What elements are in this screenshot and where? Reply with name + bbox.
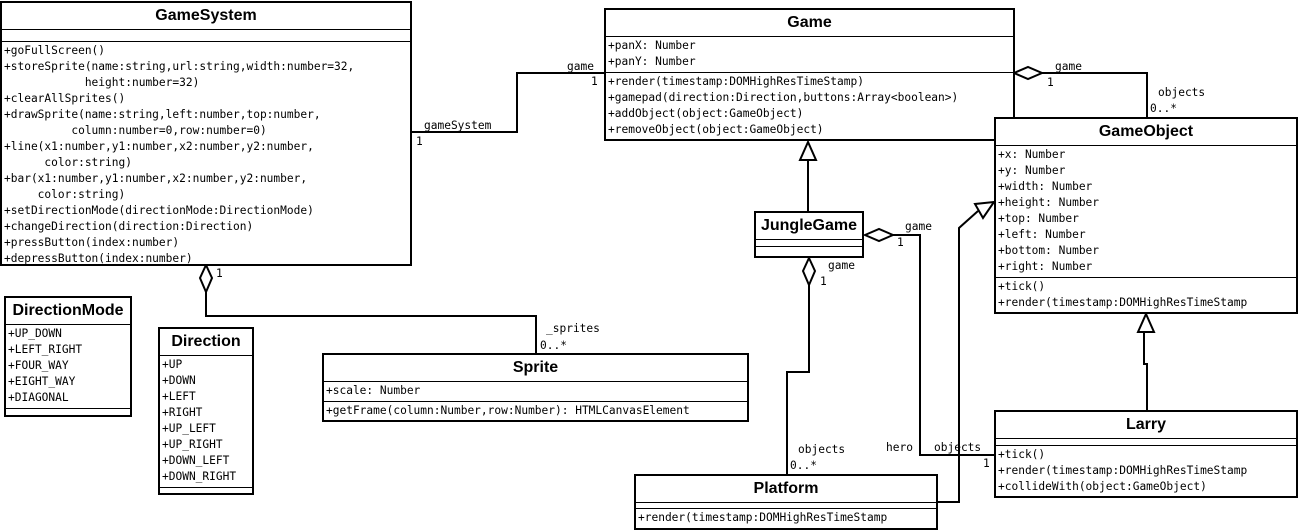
class-gamesystem-operations: +goFullScreen() +storeSprite(name:string…: [4, 44, 355, 265]
label-gs-game-role: game: [567, 60, 594, 73]
class-platform-operations: +render(timestamp:DOMHighResTimeStamp: [638, 511, 888, 524]
association-gamesystem-game: [411, 72, 605, 133]
aggregation-diamond-junglegame-larry: [862, 227, 896, 243]
class-directionmode[interactable]: DirectionMode +UP_DOWN +LEFT_RIGHT +FOUR…: [4, 296, 132, 417]
aggregation-gamesystem-sprite: [205, 292, 537, 354]
label-gs-sprites-role: _sprites: [546, 322, 600, 335]
label-gs-sprites-mult-sprites: 0..*: [540, 339, 567, 352]
class-directionmode-attributes: +UP_DOWN +LEFT_RIGHT +FOUR_WAY +EIGHT_WA…: [6, 325, 130, 409]
generalization-triangle-game: [798, 139, 818, 161]
class-larry-attributes: [996, 439, 1296, 446]
aggregation-game-gameobject: [1042, 72, 1148, 117]
label-game-objects-mult-game: 1: [1047, 76, 1054, 89]
aggregation-junglegame-platform: [786, 285, 810, 475]
class-junglegame-operations: [756, 247, 862, 253]
label-game-objects-role-objects: objects: [1158, 86, 1206, 99]
label-gs-game-mult-gamesystem: 1: [416, 135, 423, 148]
class-junglegame-name: JungleGame: [756, 213, 862, 240]
class-sprite-operations: +getFrame(column:Number,row:Number): HTM…: [326, 404, 690, 417]
label-gs-game-role-gamesystem: gameSystem: [424, 119, 492, 132]
class-game-attributes: +panX: Number +panY: Number: [606, 37, 1013, 73]
class-gameobject-attributes: +x: Number +y: Number +width: Number +he…: [996, 146, 1296, 278]
class-platform-name: Platform: [636, 476, 936, 503]
class-gamesystem[interactable]: GameSystem +goFullScreen() +storeSprite(…: [0, 1, 412, 266]
class-directionmode-operations: [6, 409, 130, 414]
label-game-objects-role-game: game: [1055, 60, 1082, 73]
aggregation-diamond-junglegame-platform: [801, 255, 817, 288]
class-direction[interactable]: Direction +UP +DOWN +LEFT +RIGHT +UP_LEF…: [158, 327, 254, 495]
class-gameobject-operations: +tick() +render(timestamp:DOMHighResTime…: [998, 280, 1248, 309]
generalization-triangle-platform-gameobject: [973, 200, 997, 220]
class-direction-attributes: +UP +DOWN +LEFT +RIGHT +UP_LEFT +UP_RIGH…: [160, 356, 252, 488]
class-directionmode-name: DirectionMode: [6, 298, 130, 325]
aggregation-diamond-game: [1011, 65, 1045, 81]
class-larry-operations: +tick() +render(timestamp:DOMHighResTime…: [998, 448, 1248, 493]
class-game-name: Game: [606, 10, 1013, 37]
label-jg-larry-mult-objects: 1: [983, 457, 990, 470]
label-gs-game-mult: 1: [591, 75, 598, 88]
generalization-larry-gameobject: [1143, 332, 1148, 410]
class-direction-operations: [160, 488, 252, 493]
aggregation-diamond-gamesystem: [198, 262, 214, 295]
class-junglegame[interactable]: JungleGame: [754, 211, 864, 258]
generalization-platform-gameobject: [937, 210, 979, 503]
class-gameobject[interactable]: GameObject +x: Number +y: Number +width:…: [994, 117, 1298, 314]
label-jg-larry-role-hero: hero: [886, 441, 913, 454]
class-gamesystem-attributes: [2, 30, 410, 42]
label-jg-platform-role-game: game: [828, 259, 855, 272]
class-gameobject-name: GameObject: [996, 119, 1296, 146]
label-jg-larry-role-game: game: [905, 220, 932, 233]
class-sprite-name: Sprite: [324, 355, 747, 382]
label-jg-platform-mult-game: 1: [820, 275, 827, 288]
class-larry-name: Larry: [996, 412, 1296, 439]
label-jg-platform-role-objects: objects: [798, 443, 846, 456]
class-game[interactable]: Game +panX: Number +panY: Number +render…: [604, 8, 1015, 141]
class-sprite-attributes: +scale: Number: [324, 382, 747, 402]
generalization-triangle-gameobject: [1136, 311, 1156, 333]
class-direction-name: Direction: [160, 329, 252, 356]
class-sprite[interactable]: Sprite +scale: Number +getFrame(column:N…: [322, 353, 749, 422]
label-game-objects-mult-objects: 0..*: [1150, 102, 1177, 115]
label-jg-larry-mult-game: 1: [897, 236, 904, 249]
class-platform-attributes: [636, 503, 936, 509]
label-gs-sprites-mult: 1: [216, 267, 223, 280]
label-jg-platform-mult-objects: 0..*: [790, 459, 817, 472]
class-platform[interactable]: Platform +render(timestamp:DOMHighResTim…: [634, 474, 938, 530]
label-jg-larry-role-objects: objects: [934, 441, 982, 454]
class-larry[interactable]: Larry +tick() +render(timestamp:DOMHighR…: [994, 410, 1298, 498]
aggregation-junglegame-larry: [893, 234, 995, 456]
class-junglegame-attributes: [756, 240, 862, 247]
class-gamesystem-name: GameSystem: [2, 3, 410, 30]
class-game-operations: +render(timestamp:DOMHighResTimeStamp) +…: [608, 75, 959, 136]
